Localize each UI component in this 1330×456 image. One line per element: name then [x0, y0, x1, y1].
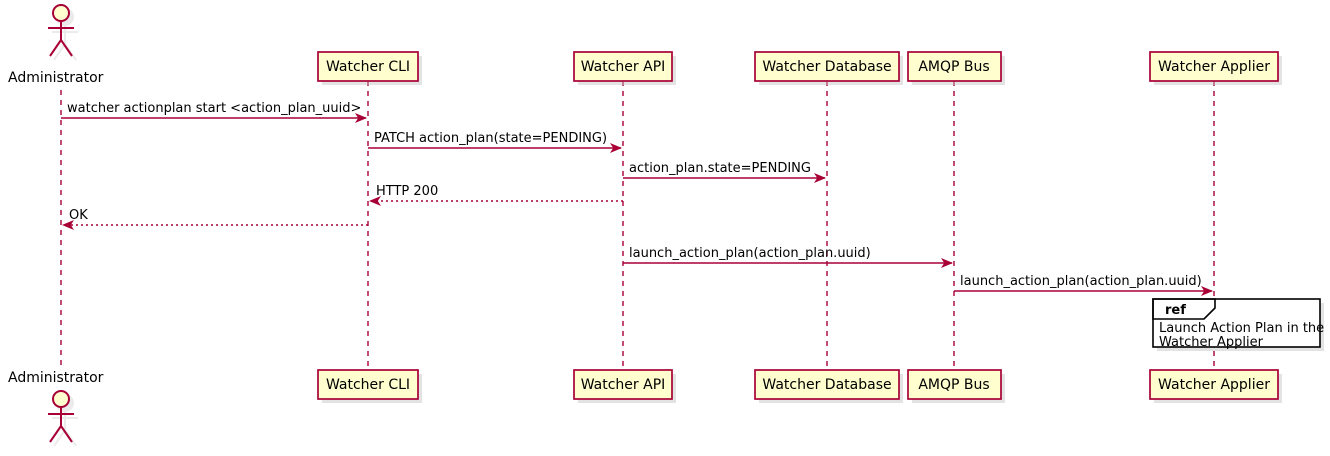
actor-head	[52, 390, 70, 408]
actor-leg-right	[64, 429, 77, 447]
participant-box-api[interactable]: Watcher API	[573, 51, 676, 85]
ref-body-line-2: Watcher Applier	[1159, 335, 1264, 350]
participant-label-database: Watcher Database	[762, 377, 891, 393]
participant-label-amqp: AMQP Bus	[918, 377, 989, 393]
participant-box-database[interactable]: Watcher Database	[754, 51, 903, 85]
ref-body-line-1: Launch Action Plan in the	[1159, 321, 1324, 336]
message-7[interactable]: launch_action_plan(action_plan.uuid)	[954, 274, 1213, 296]
message-4[interactable]: HTTP 200	[369, 184, 623, 206]
participant-label-cli: Watcher CLI	[326, 59, 410, 75]
participant-box-rect	[573, 369, 673, 400]
actor-administrator[interactable]	[48, 390, 74, 443]
message-label-1: watcher actionplan start <action_plan_uu…	[67, 101, 361, 116]
lifelines-group	[60, 81, 1215, 370]
message-label-6: launch_action_plan(action_plan.uuid)	[629, 246, 871, 261]
participant-box-database[interactable]: Watcher Database	[754, 369, 903, 403]
participant-label-amqp: AMQP Bus	[918, 59, 989, 75]
participant-box-rect	[317, 51, 419, 82]
participant-box-rect	[573, 51, 673, 82]
message-2[interactable]: PATCH action_plan(state=PENDING)	[368, 131, 622, 153]
message-1[interactable]: watcher actionplan start <action_plan_uu…	[61, 101, 367, 123]
actor-leg-right	[64, 43, 77, 61]
participant-label-cli: Watcher CLI	[326, 377, 410, 393]
participant-box-rect	[907, 369, 1002, 400]
message-label-3: action_plan.state=PENDING	[629, 161, 811, 176]
participant-label-applier: Watcher Applier	[1158, 59, 1270, 75]
participant-label-api: Watcher API	[581, 377, 666, 393]
message-label-5: OK	[69, 208, 88, 223]
participant-box-cli[interactable]: Watcher CLI	[317, 369, 422, 403]
participant-box-rect	[317, 369, 419, 400]
participant-label-api: Watcher API	[581, 59, 666, 75]
participant-boxes-group: Watcher CLI Watcher CLI Watcher API Watcher…	[317, 51, 1282, 403]
participant-box-api[interactable]: Watcher API	[573, 369, 676, 403]
participant-box-applier[interactable]: Watcher Applier	[1149, 51, 1282, 85]
message-label-4: HTTP 200	[376, 184, 438, 199]
message-3[interactable]: action_plan.state=PENDING	[623, 161, 826, 183]
ref-tag-shape	[1152, 298, 1216, 320]
message-5[interactable]: OK	[62, 208, 368, 230]
participant-label-applier: Watcher Applier	[1158, 377, 1270, 393]
messages-group: watcher actionplan start <action_plan_uu…	[61, 101, 1213, 296]
actor-head	[52, 4, 70, 22]
actor-leg-left	[49, 425, 62, 443]
actor-label-administrator: Administrator	[8, 370, 104, 386]
participant-box-rect	[907, 51, 1002, 82]
actor-label-administrator: Administrator	[8, 70, 104, 86]
participant-box-amqp[interactable]: AMQP Bus	[907, 51, 1005, 85]
actor-leg-right	[60, 39, 73, 57]
message-label-7: launch_action_plan(action_plan.uuid)	[960, 274, 1202, 289]
participant-box-rect	[754, 51, 900, 82]
actor-leg-left	[49, 39, 62, 57]
ref-box	[1152, 298, 1321, 348]
participant-box-applier[interactable]: Watcher Applier	[1149, 369, 1282, 403]
participant-label-database: Watcher Database	[762, 59, 891, 75]
participant-box-rect	[1149, 369, 1279, 400]
message-6[interactable]: launch_action_plan(action_plan.uuid)	[623, 246, 953, 268]
participant-box-rect	[1149, 51, 1279, 82]
actor-leg-right	[60, 425, 73, 443]
message-label-2: PATCH action_plan(state=PENDING)	[374, 131, 607, 146]
participant-box-rect	[754, 369, 900, 400]
participant-box-cli[interactable]: Watcher CLI	[317, 51, 422, 85]
actor-leg-left	[53, 429, 66, 447]
ref-tag-label: ref	[1165, 303, 1186, 318]
participant-box-amqp[interactable]: AMQP Bus	[907, 369, 1005, 403]
actor-administrator[interactable]	[48, 4, 74, 57]
actor-leg-left	[53, 43, 66, 61]
